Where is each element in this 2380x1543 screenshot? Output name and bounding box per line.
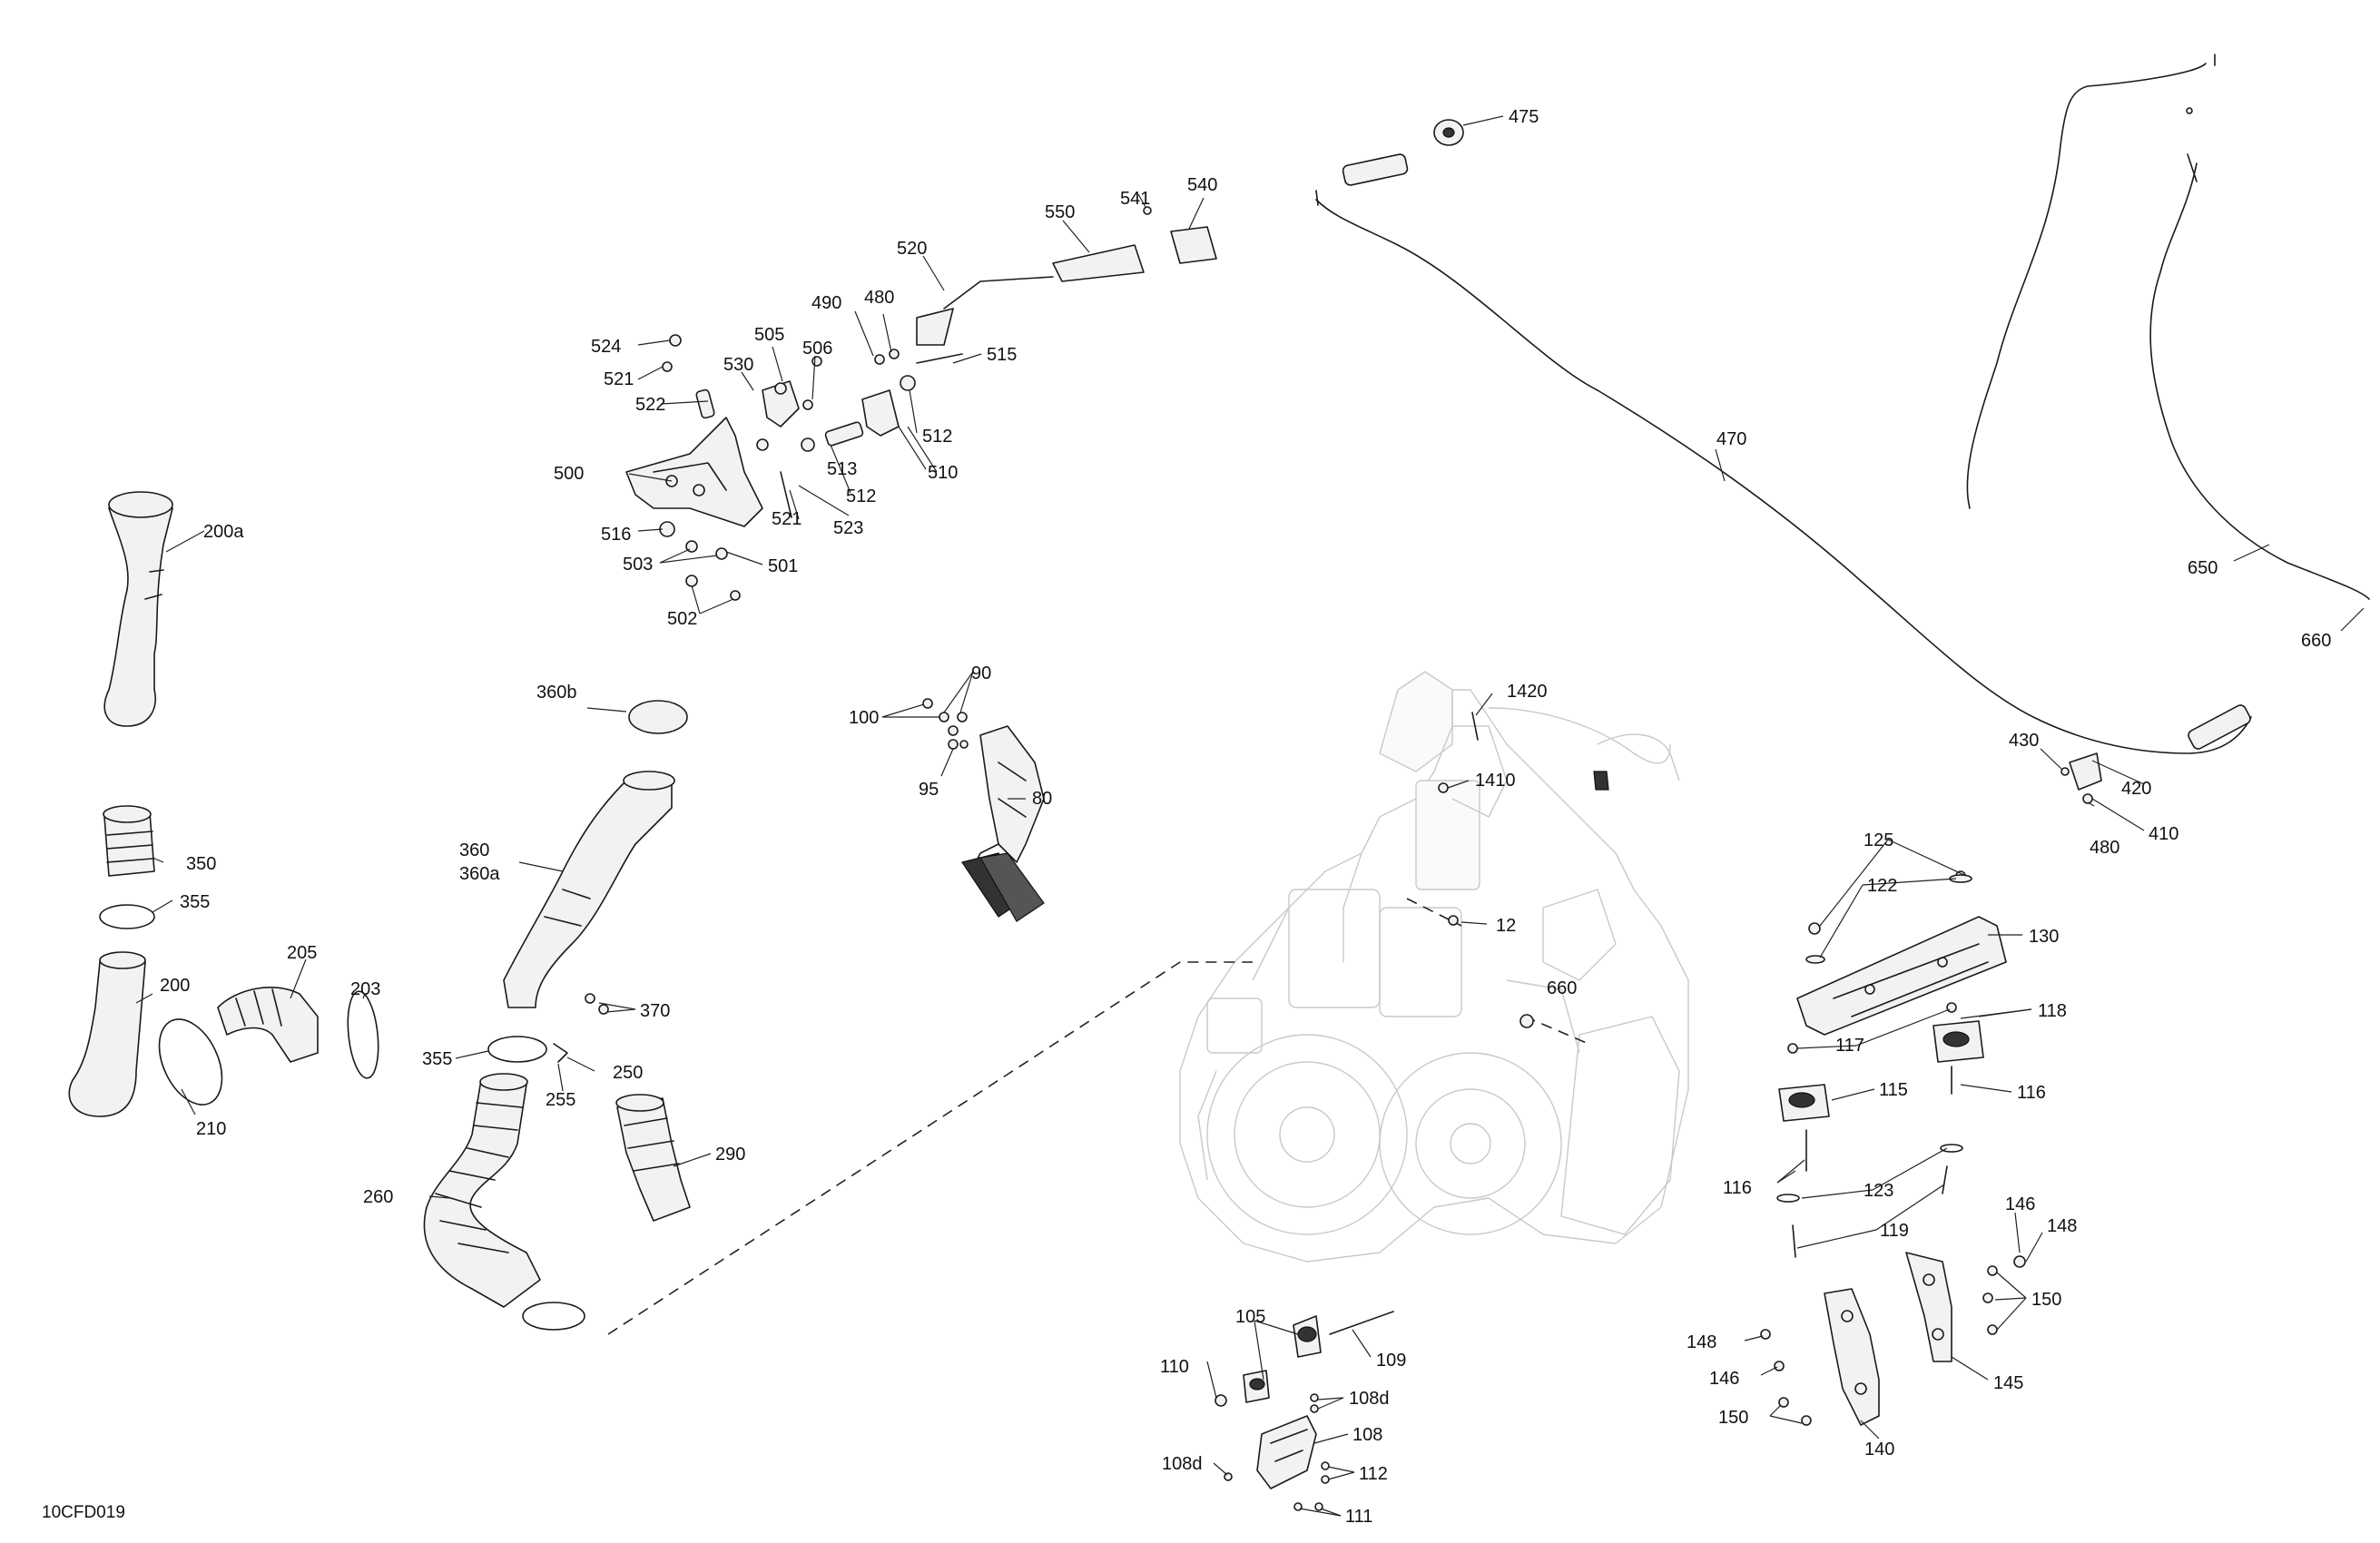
callout-label: 145 [1993, 1373, 2023, 1393]
callout-labels: 475 541 540 550 520 490 480 524 505 506 … [160, 107, 2331, 1527]
callout-label: 360b [536, 683, 577, 703]
callout-label: 516 [601, 525, 631, 545]
nut-part-icon [1215, 712, 1534, 1511]
callout-label: 116 [1723, 1178, 1752, 1198]
callout-label: 90 [971, 663, 991, 683]
callout-label: 116 [2017, 1083, 2046, 1103]
callout-label: 205 [287, 943, 317, 963]
callout-label: 112 [1359, 1464, 1388, 1484]
callout-label: 355 [422, 1049, 452, 1069]
callout-label: 250 [613, 1063, 643, 1083]
callout-label: 111 [1345, 1507, 1372, 1527]
hose-part-icon [68, 491, 691, 1331]
callout-label: 290 [715, 1145, 745, 1165]
callout-label: 203 [350, 979, 380, 999]
callout-label: 360 [459, 840, 489, 860]
callout-label: 505 [754, 325, 784, 345]
leader-lines [135, 115, 2365, 1517]
callout-label: 480 [864, 288, 894, 308]
callout-label: 506 [802, 339, 832, 359]
callout-label: 430 [2009, 731, 2039, 751]
callout-label: 95 [919, 780, 939, 800]
pedal-part-icon [922, 698, 1045, 922]
callout-label: 255 [546, 1090, 575, 1110]
callout-label: 500 [554, 464, 584, 484]
callout-label: 490 [811, 293, 841, 313]
drawing-id-label: 10CFD019 [42, 1503, 125, 1522]
callout-label: 125 [1864, 830, 1893, 850]
callout-label: 117 [1835, 1036, 1864, 1056]
callout-label: 200a [203, 522, 244, 542]
callout-label: 130 [2029, 927, 2059, 947]
callout-label: 123 [1864, 1181, 1893, 1201]
callout-label: 355 [180, 892, 210, 912]
callout-label: 515 [987, 345, 1017, 365]
callout-label: 148 [2047, 1216, 2077, 1236]
callout-label: 146 [2005, 1194, 2035, 1214]
callout-label: 12 [1496, 916, 1516, 936]
callout-label: 512 [922, 427, 952, 447]
callout-label: 475 [1509, 107, 1539, 127]
reference-dashed-line [607, 961, 1253, 1335]
callout-label: 660 [2301, 631, 2331, 651]
callout-label: 108d [1162, 1454, 1203, 1474]
cable-part-icon [1315, 199, 2252, 754]
callout-label: 115 [1879, 1080, 1908, 1100]
callout-label: 148 [1687, 1332, 1716, 1352]
callout-label: 350 [186, 854, 216, 874]
callout-label: 108d [1349, 1389, 1390, 1409]
callout-label: 109 [1376, 1351, 1406, 1371]
callout-label: 410 [2149, 824, 2178, 844]
callout-label: 521 [604, 369, 634, 389]
callout-label: 122 [1867, 876, 1897, 896]
callout-label: 480 [2090, 838, 2119, 858]
callout-label: 541 [1120, 189, 1150, 209]
bracket-part-icon [625, 206, 1217, 601]
callout-label: 510 [928, 463, 958, 483]
callout-label: 110 [1160, 1357, 1189, 1377]
engine-outline-icon [1179, 671, 1689, 1263]
callout-label: 150 [2031, 1290, 2061, 1310]
callout-label: 523 [833, 518, 863, 538]
callout-label: 503 [623, 555, 653, 575]
callout-label: 650 [2188, 558, 2218, 578]
callout-label: 200 [160, 976, 190, 996]
callout-label: 540 [1187, 175, 1217, 195]
callout-label: 210 [196, 1119, 226, 1139]
callout-label: 140 [1864, 1440, 1894, 1459]
callout-label: 512 [846, 486, 876, 506]
callout-label: 1420 [1507, 682, 1548, 702]
callout-label: 105 [1235, 1307, 1265, 1327]
callout-label: 420 [2121, 779, 2151, 799]
callout-label: 100 [849, 708, 879, 728]
callout-label: 522 [635, 395, 665, 415]
callout-label: 360a [459, 864, 500, 884]
callout-label: 80 [1032, 789, 1052, 809]
callout-label: 660 [1547, 978, 1577, 998]
callout-label: 470 [1716, 429, 1746, 449]
callout-label: 1410 [1475, 771, 1516, 791]
callout-label: 502 [667, 609, 697, 629]
callout-label: 550 [1045, 202, 1075, 222]
callout-label: 513 [827, 459, 857, 479]
callout-label: 521 [772, 509, 802, 529]
bolt-part-icon [1760, 752, 2102, 1426]
callout-label: 146 [1709, 1369, 1739, 1389]
callout-label: 119 [1880, 1221, 1909, 1241]
callout-label: 108 [1352, 1425, 1382, 1445]
callout-label: 530 [723, 355, 753, 375]
callout-label: 118 [2038, 1001, 2067, 1021]
callout-label: 520 [897, 239, 927, 259]
callout-label: 370 [640, 1001, 670, 1021]
callout-label: 260 [363, 1187, 393, 1207]
callout-label: 501 [768, 556, 798, 576]
callout-label: 150 [1718, 1408, 1748, 1428]
callout-label: 524 [591, 337, 621, 357]
